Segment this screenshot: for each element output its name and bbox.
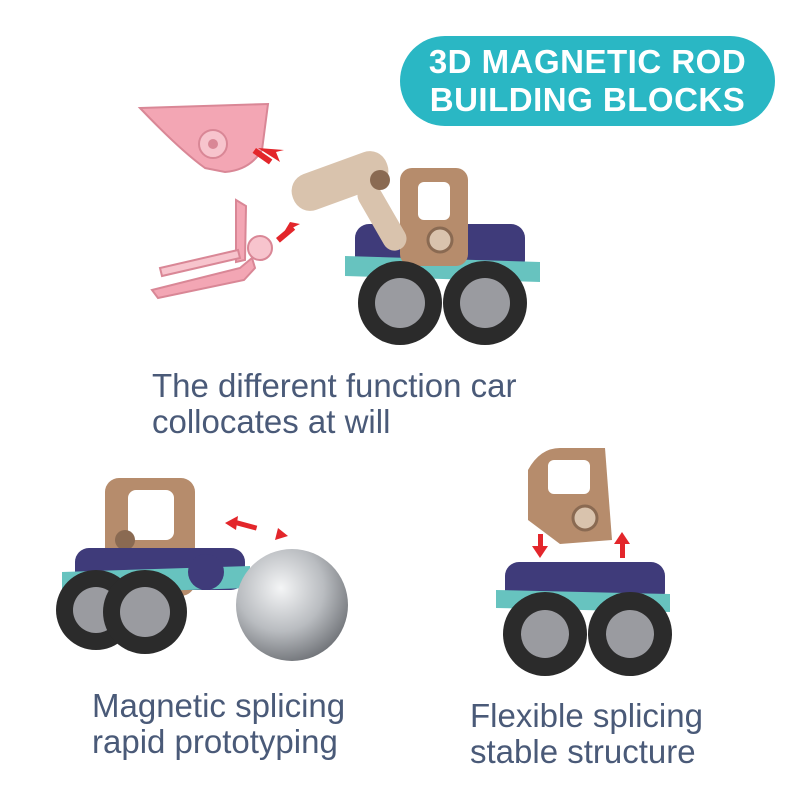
- red-arrow-icon: [532, 532, 630, 558]
- pink-bucket-part-icon: [137, 102, 270, 174]
- caption-bottom-left-line-1: Magnetic splicing: [92, 687, 346, 724]
- red-arrow-icon: [225, 516, 288, 540]
- title-line-1: 3D MAGNETIC ROD: [428, 43, 747, 80]
- cab-block-icon: [528, 448, 612, 544]
- caption-top-line-1: The different function car: [152, 367, 517, 404]
- caption-top-line-2: collocates at will: [152, 403, 391, 440]
- caption-top: The different function car collocates at…: [152, 368, 516, 440]
- caption-bottom-left: Magnetic splicing rapid prototyping: [92, 688, 345, 760]
- chassis-block-icon: [496, 562, 672, 676]
- red-arrow-icon: [252, 148, 300, 243]
- title-line-2: BUILDING BLOCKS: [429, 81, 746, 118]
- pink-fork-part-icon: [150, 198, 273, 300]
- caption-bottom-right: Flexible splicing stable structure: [470, 698, 703, 770]
- title-badge: 3D MAGNETIC ROD BUILDING BLOCKS: [400, 36, 775, 126]
- roller-toy-car-icon: [56, 478, 348, 661]
- caption-bottom-right-line-1: Flexible splicing: [470, 697, 703, 734]
- caption-bottom-left-line-2: rapid prototyping: [92, 723, 338, 760]
- caption-bottom-right-line-2: stable structure: [470, 733, 696, 770]
- excavator-toy-car-icon: [291, 151, 540, 345]
